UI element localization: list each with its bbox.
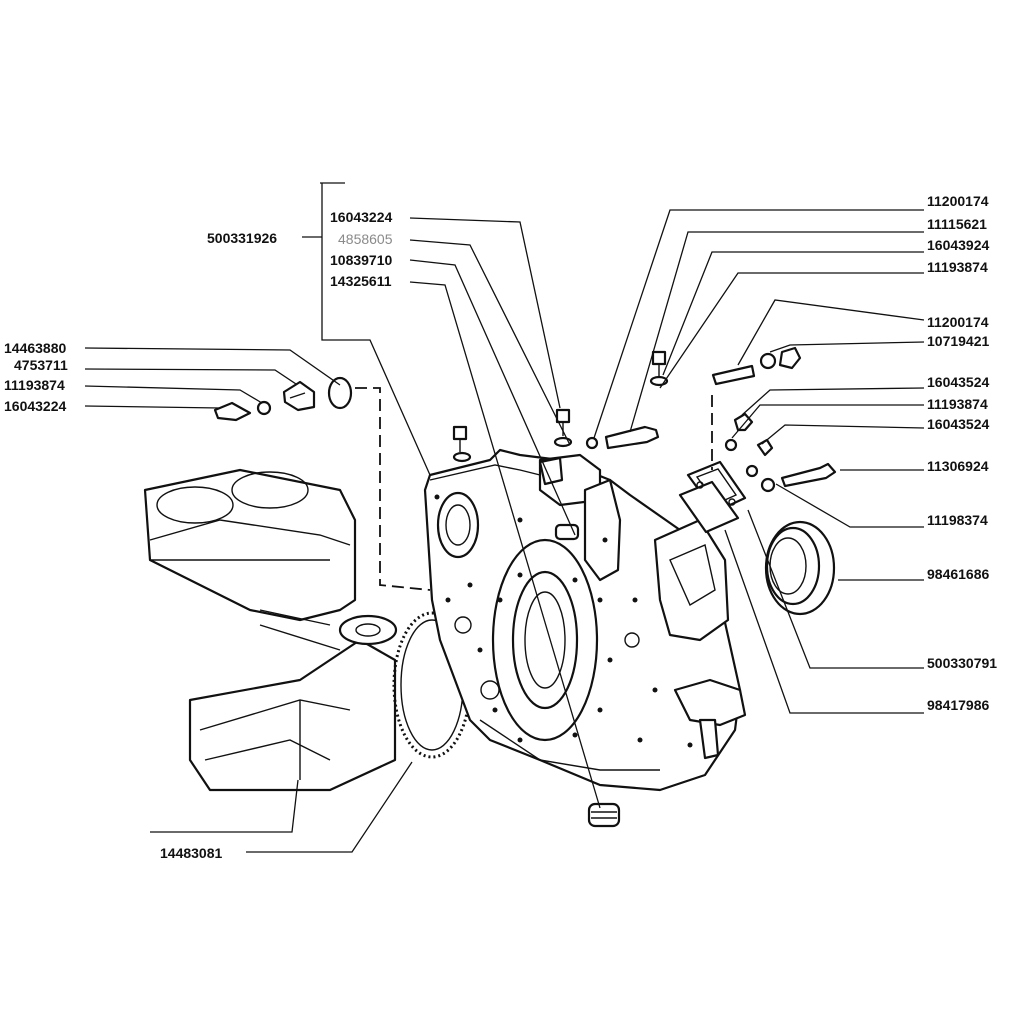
part-label-500331926: 500331926 xyxy=(207,230,278,246)
oil-seal xyxy=(764,520,836,616)
part-label-11200174-b: 11200174 xyxy=(927,314,989,330)
part-label-16043224-top: 16043224 xyxy=(330,209,393,225)
part-label-14483081: 14483081 xyxy=(160,845,223,861)
part-label-16043524-a: 16043524 xyxy=(927,374,990,390)
part-label-98461686: 98461686 xyxy=(927,566,990,582)
top-fasteners xyxy=(452,346,837,493)
part-label-11115621: 11115621 xyxy=(927,216,987,232)
part-label-500330791: 500330791 xyxy=(927,655,998,671)
part-label-4858605: 4858605 xyxy=(338,231,393,247)
part-label-16043924: 16043924 xyxy=(927,237,990,253)
part-label-16043524-b: 16043524 xyxy=(927,416,990,432)
part-label-14463880: 14463880 xyxy=(4,340,67,356)
part-label-11306924: 11306924 xyxy=(927,458,989,474)
drain-plug xyxy=(587,802,621,828)
part-label-16043224-left: 16043224 xyxy=(4,398,67,414)
part-label-10719421: 10719421 xyxy=(927,333,990,349)
part-label-14325611: 14325611 xyxy=(330,273,392,289)
part-label-98417986: 98417986 xyxy=(927,697,990,713)
flywheel-housing xyxy=(423,448,747,792)
part-label-10839710: 10839710 xyxy=(330,252,393,268)
part-label-11193874-r2: 11193874 xyxy=(927,396,988,412)
part-label-11198374: 11198374 xyxy=(927,512,988,528)
part-label-11193874-left: 11193874 xyxy=(4,377,65,393)
left-fasteners xyxy=(213,376,353,422)
leader-lines xyxy=(84,209,925,853)
part-label-11200174-a: 11200174 xyxy=(927,193,989,209)
part-label-4753711: 4753711 xyxy=(14,357,68,373)
part-label-11193874-r1: 11193874 xyxy=(927,259,988,275)
cover-plate xyxy=(678,460,747,534)
engine-block xyxy=(143,468,398,792)
